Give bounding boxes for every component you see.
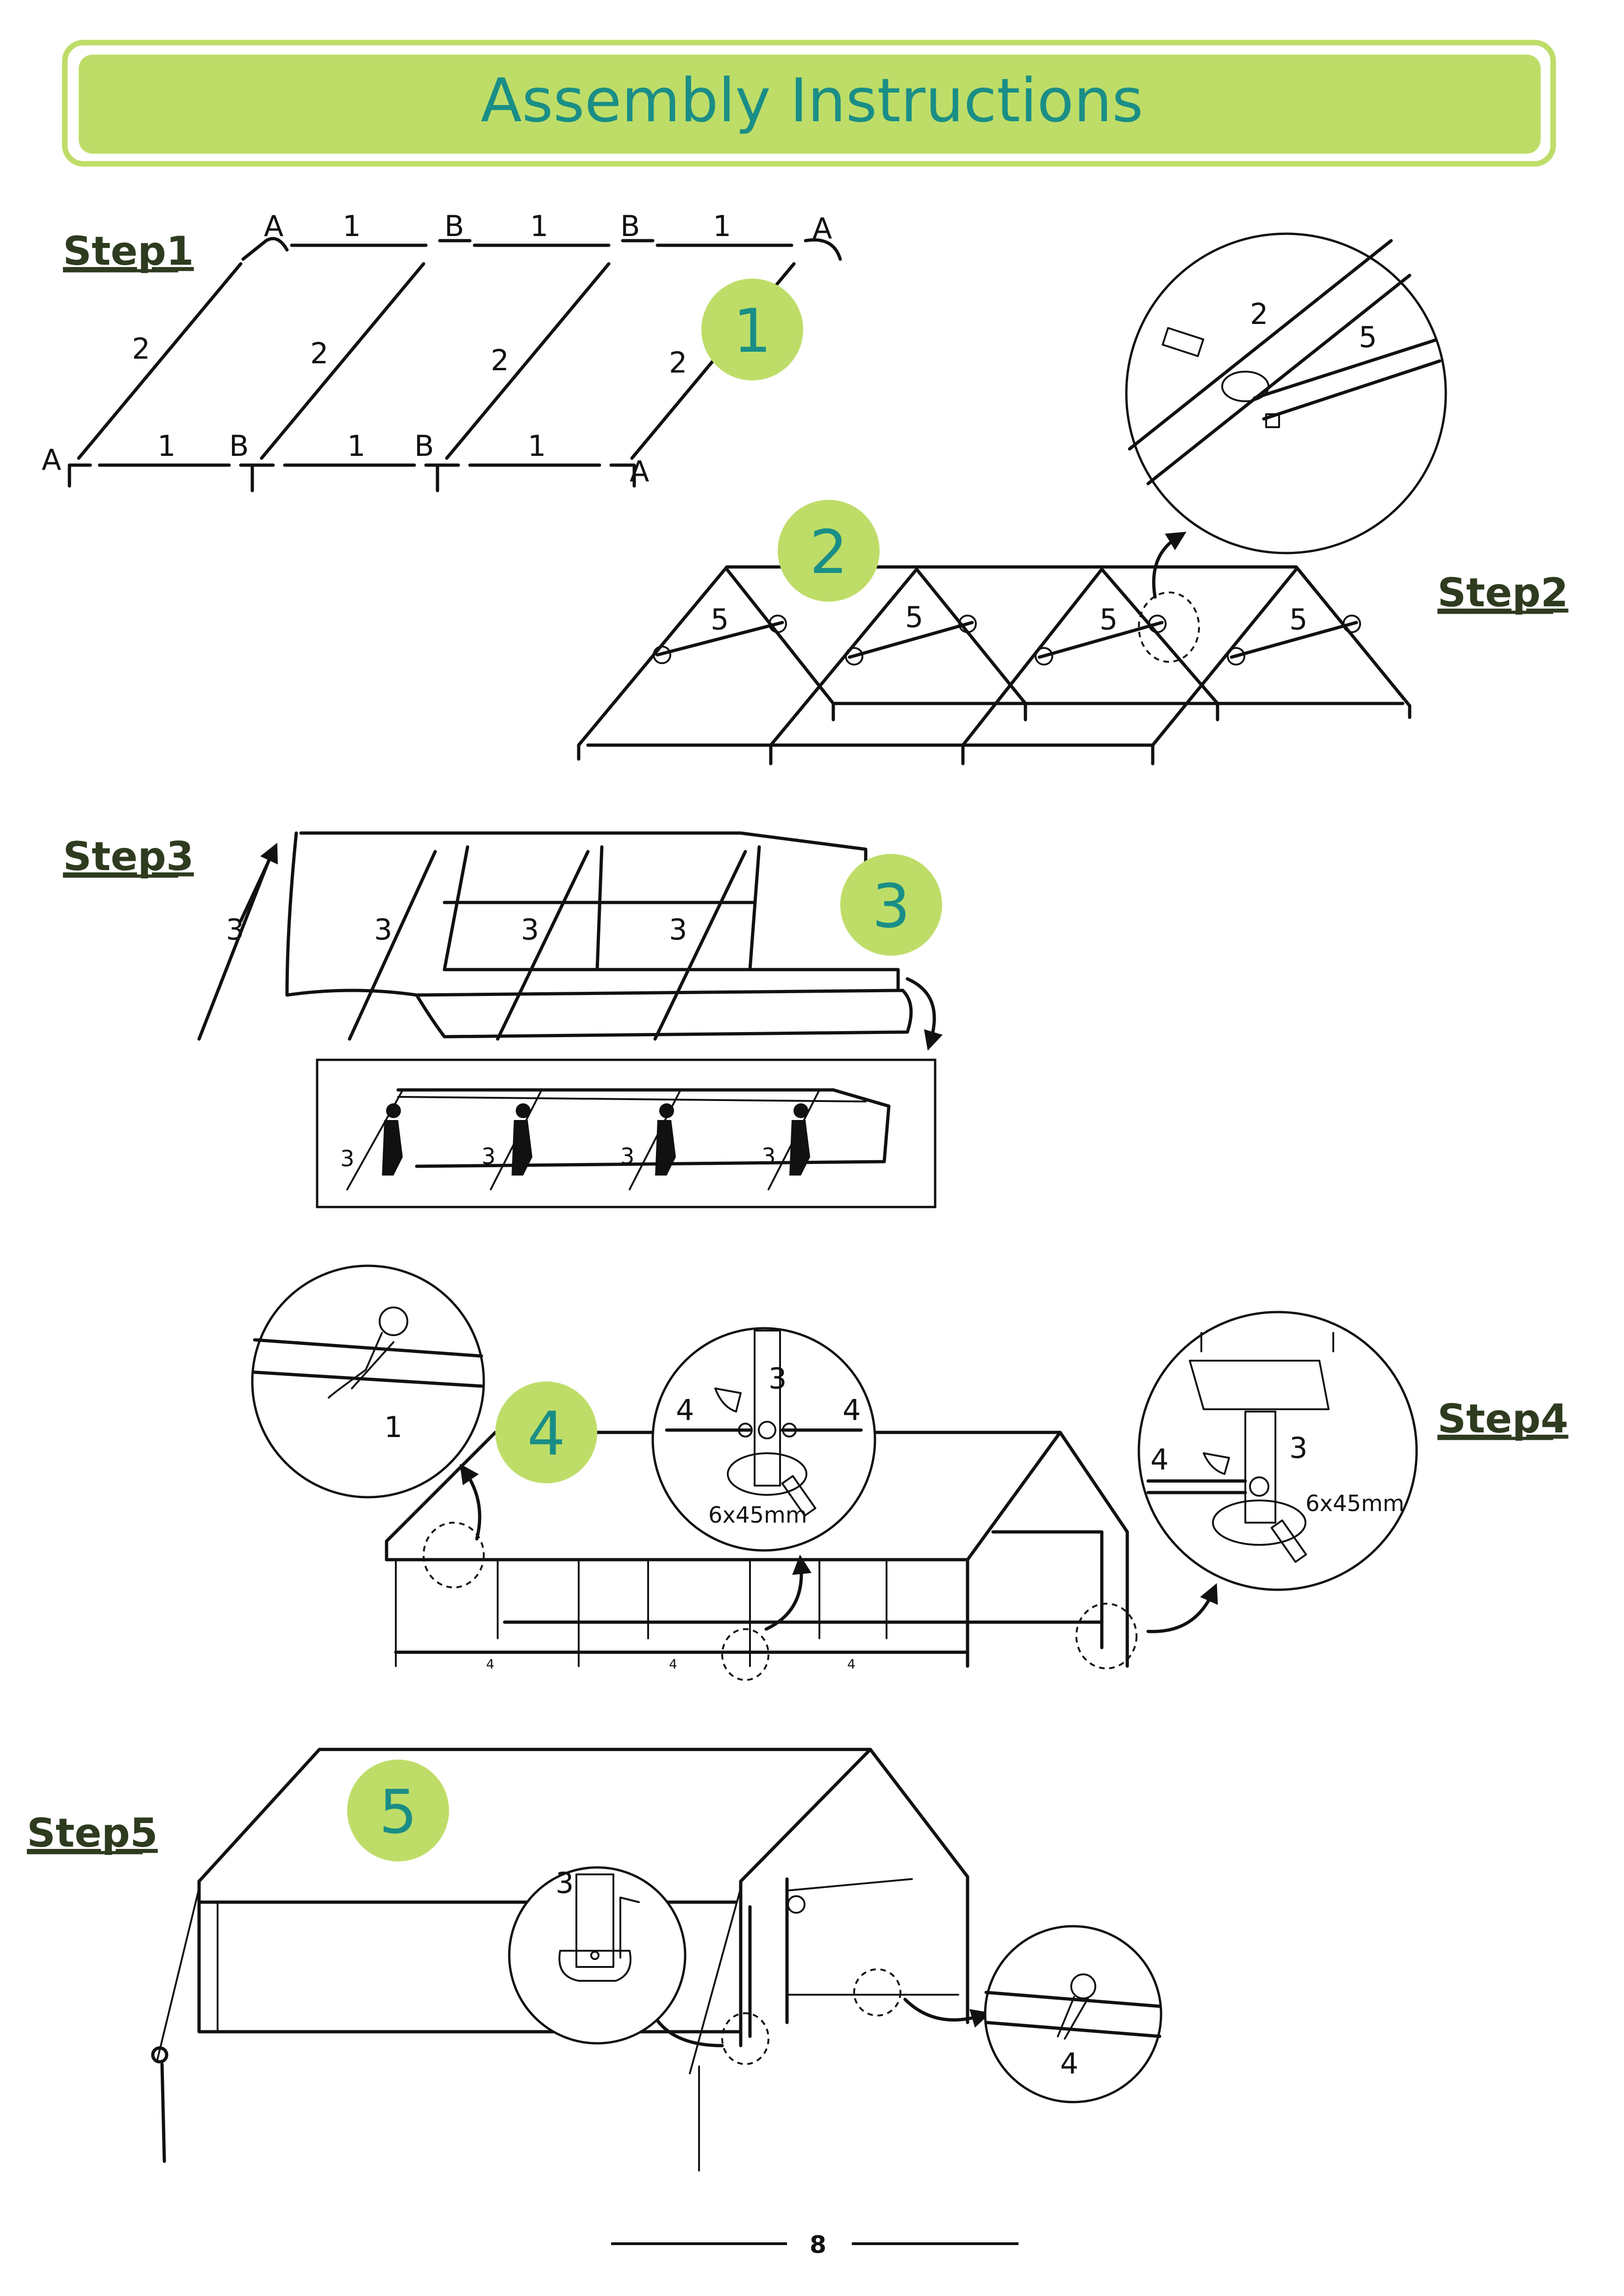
step5-detail-circle-right: [984, 1925, 1162, 2103]
part-label-3: 3: [340, 1146, 355, 1172]
step2-section: Step2 5 5 5 5 2 5: [577, 232, 1568, 765]
step4-detail-circle-left: [251, 1264, 485, 1499]
step1-section: Step1 A 1 B 1 B 1 A 2 2 2 2 A 1: [42, 209, 842, 492]
part-label-4: 4: [486, 1656, 494, 1672]
step3-label: Step3: [63, 834, 194, 880]
part-label-4: 4: [1060, 2047, 1078, 2080]
part-label-b: B: [444, 209, 464, 243]
part-label-a: A: [630, 454, 649, 488]
step3-inset: [316, 1058, 937, 1208]
step5-label: Step5: [27, 1810, 158, 1856]
part-label-b: B: [620, 209, 640, 243]
part-label-2: 2: [310, 336, 328, 370]
part-label-2: 2: [669, 346, 687, 380]
part-label-1: 1: [347, 429, 365, 463]
part-label-b: B: [229, 429, 249, 463]
step1-label: Step1: [63, 228, 194, 274]
part-label-2: 2: [491, 343, 509, 377]
step4-section: Step4 4 4 4 1 3 4 4: [251, 1264, 1568, 1681]
step2-badge: [778, 500, 880, 602]
step5-badge-number: 5: [379, 1777, 418, 1847]
ground-stake: [151, 2046, 700, 2172]
step4-detail-circle-right: [1137, 1311, 1418, 1591]
page-number: 8: [810, 2231, 826, 2259]
part-label-5: 5: [1289, 603, 1307, 636]
step5-section: Step5 3 4: [27, 1748, 1162, 2172]
step4-label: Step4: [1437, 1396, 1568, 1442]
bolt-size-label: 6x45mm: [1305, 1491, 1405, 1517]
part-label-1: 1: [528, 429, 546, 463]
part-label-3: 3: [768, 1362, 787, 1395]
part-label-4: 4: [847, 1656, 856, 1672]
step1-badge: [701, 279, 803, 380]
part-label-3: 3: [620, 1144, 635, 1170]
bolt-size-label: 6x45mm: [708, 1502, 807, 1528]
step3-badge: [840, 854, 942, 956]
part-label-5: 5: [1099, 603, 1118, 636]
part-label-3: 3: [481, 1144, 496, 1170]
part-label-3: 3: [762, 1144, 776, 1170]
page-footer: 8: [611, 2231, 1018, 2259]
step5-badge: [347, 1760, 449, 1861]
worker-figure: [382, 1103, 810, 1176]
step1-badge-number: 1: [733, 296, 772, 366]
part-label-4: 4: [676, 1393, 694, 1427]
header-banner: Assembly Instructions: [62, 40, 1556, 167]
step2-badge-number: 2: [810, 517, 848, 587]
part-label-1: 1: [384, 1410, 402, 1444]
page-title: Assembly Instructions: [481, 65, 1143, 136]
step4-badge: [495, 1381, 597, 1483]
part-label-5: 5: [711, 603, 729, 636]
part-label-b: B: [414, 429, 434, 463]
part-label-1: 1: [713, 209, 731, 243]
step2-detail-circle: [1125, 232, 1447, 554]
part-label-3: 3: [374, 913, 392, 946]
part-label-1: 1: [530, 209, 548, 243]
step4-badge-number: 4: [527, 1399, 566, 1469]
part-label-3: 3: [226, 913, 244, 946]
part-label-a: A: [42, 443, 61, 477]
step3-section: Step3 3 3 3 3 3 3 3 3 3: [63, 831, 943, 1208]
part-label-a: A: [264, 209, 283, 243]
step2-label: Step2: [1437, 570, 1568, 616]
part-label-4: 4: [843, 1393, 861, 1427]
part-label-1: 1: [157, 429, 175, 463]
part-label-1: 1: [343, 209, 361, 243]
part-label-4: 4: [669, 1656, 677, 1672]
part-label-5: 5: [905, 600, 923, 634]
part-label-4: 4: [1150, 1443, 1168, 1476]
part-label-3: 3: [669, 913, 687, 946]
part-label-2: 2: [132, 332, 150, 366]
step5-detail-circle-left: [508, 1866, 687, 2045]
step3-badge-number: 3: [872, 871, 911, 941]
part-label-3: 3: [521, 913, 539, 946]
part-label-5: 5: [1359, 320, 1377, 354]
part-label-3: 3: [1289, 1431, 1307, 1465]
part-label-2: 2: [1250, 297, 1268, 331]
part-label-3: 3: [556, 1866, 574, 1900]
part-label-a: A: [812, 212, 832, 245]
step4-detail-circle-center: [651, 1327, 876, 1552]
